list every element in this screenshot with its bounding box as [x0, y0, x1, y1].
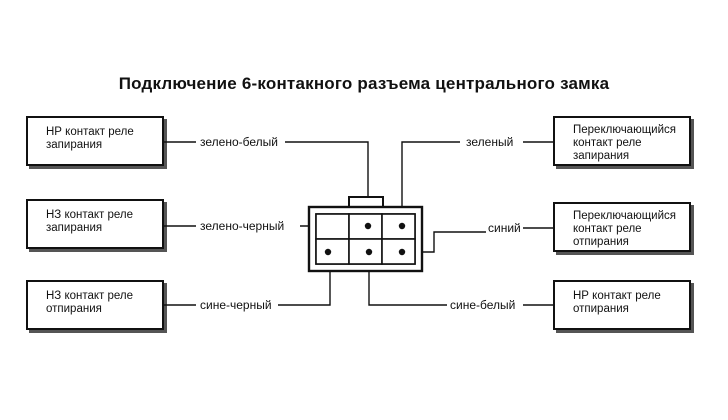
- box-left-3-line1: НЗ контакт реле: [46, 290, 134, 302]
- wire-label-left-2: зелено-черный: [200, 219, 285, 233]
- box-right-1-line3: запирания: [573, 150, 630, 162]
- diagram-title: Подключение 6-контакного разъема централ…: [118, 74, 610, 93]
- connector-pins: [324, 222, 406, 256]
- pin-top-middle: [364, 222, 372, 230]
- box-right-2-line3: отпирания: [573, 236, 629, 248]
- box-right-2-line1: Переключающийся: [573, 210, 676, 222]
- wire-label-left-3: сине-черный: [200, 298, 272, 312]
- wire-label-right-1: зеленый: [466, 135, 514, 149]
- connector-cells: [315, 213, 416, 265]
- box-right-1-line2: контакт реле: [573, 137, 642, 149]
- box-left-3-line2: отпирания: [46, 303, 102, 315]
- box-left-2: НЗ контакт реле запирания: [26, 199, 164, 249]
- wire-label-right-3: сине-белый: [450, 298, 516, 312]
- wire-label-right-2: синий: [488, 221, 521, 235]
- box-right-1-line1: Переключающийся: [573, 124, 676, 136]
- pin-bottom-left: [324, 248, 332, 256]
- box-right-2: Переключающийся контакт реле отпирания: [553, 202, 691, 252]
- box-right-1: Переключающийся контакт реле запирания: [553, 116, 691, 166]
- box-left-1: НР контакт реле запирания: [26, 116, 164, 166]
- box-right-3: НР контакт реле отпирания: [553, 280, 691, 330]
- connector: [307, 196, 424, 273]
- box-right-3-line2: отпирания: [573, 303, 629, 315]
- box-left-3: НЗ контакт реле отпирания: [26, 280, 164, 330]
- box-left-2-line1: НЗ контакт реле: [46, 209, 134, 221]
- pin-top-right: [398, 222, 406, 230]
- box-left-1-line2: запирания: [46, 139, 103, 151]
- box-left-2-line2: запирания: [46, 222, 103, 234]
- wire-label-left-1: зелено-белый: [200, 135, 278, 149]
- box-left-1-line1: НР контакт реле: [46, 126, 134, 138]
- pin-bottom-right: [398, 248, 406, 256]
- box-right-3-line1: НР контакт реле: [573, 290, 661, 302]
- wire-zelenyi: [401, 141, 460, 226]
- pin-bottom-middle: [365, 248, 373, 256]
- box-right-2-line2: контакт реле: [573, 223, 642, 235]
